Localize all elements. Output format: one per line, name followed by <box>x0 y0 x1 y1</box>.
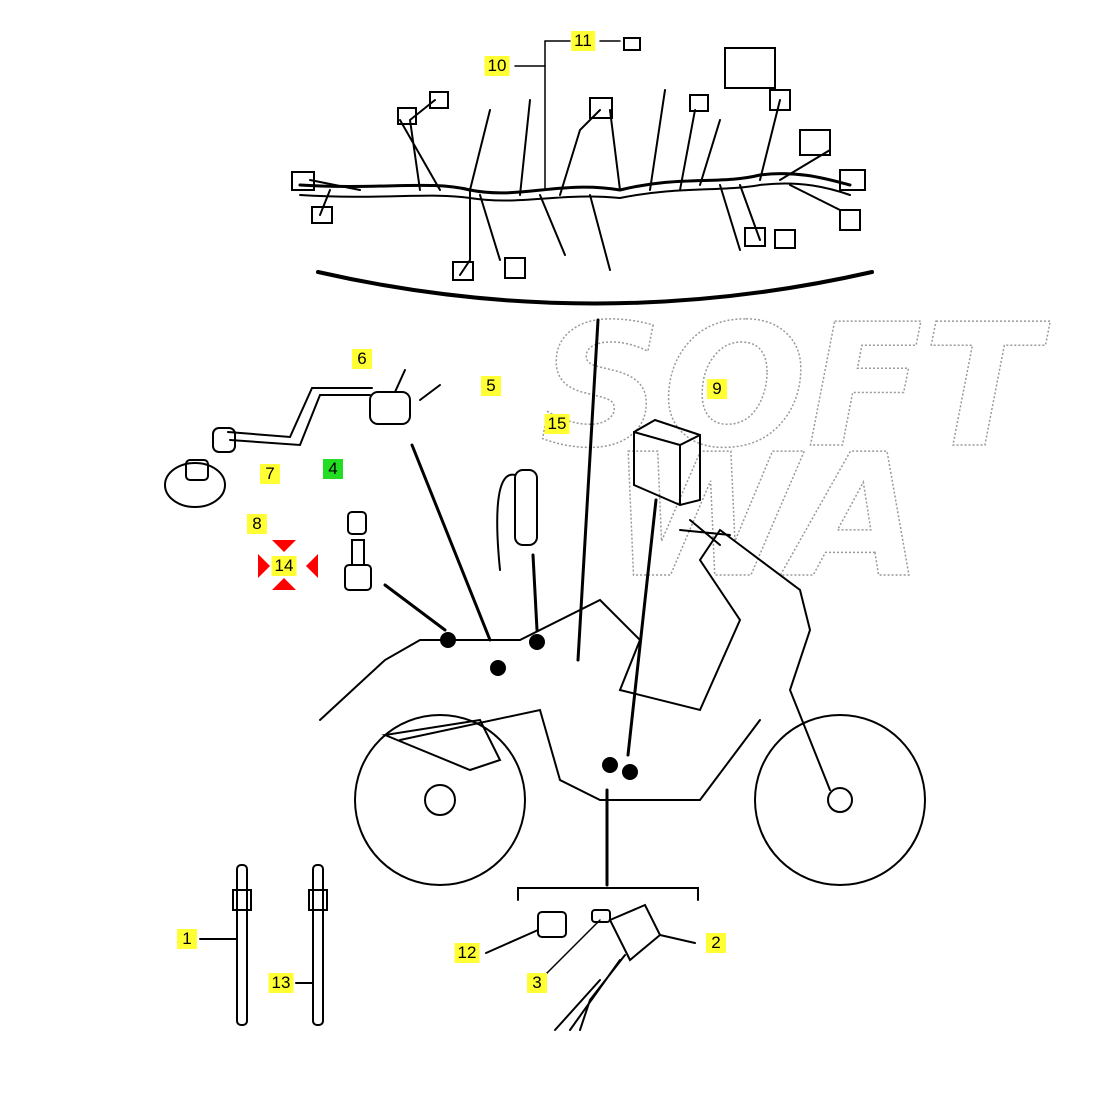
callout-14[interactable]: 14 <box>271 556 297 576</box>
watermark: SOFT WA <box>539 287 1052 617</box>
battery-drawing <box>626 418 701 757</box>
bracket-arc <box>316 270 874 306</box>
callout-7[interactable]: 7 <box>260 464 280 484</box>
cable-ties-drawing <box>199 864 696 1026</box>
red-marker-arrows <box>258 540 318 590</box>
callout-9[interactable]: 9 <box>707 379 727 399</box>
callout-13[interactable]: 13 <box>268 973 294 993</box>
callout-11[interactable]: 11 <box>571 31 595 51</box>
sender-unit-drawing <box>344 511 447 632</box>
arrow-harness <box>576 318 600 662</box>
callout-3[interactable]: 3 <box>527 973 547 993</box>
cdi-unit-drawing <box>537 903 662 1031</box>
callout-10[interactable]: 10 <box>484 56 510 76</box>
callout-1[interactable]: 1 <box>177 929 197 949</box>
callout-12[interactable]: 12 <box>454 943 480 963</box>
callout-6[interactable]: 6 <box>352 349 372 369</box>
callout-8[interactable]: 8 <box>247 514 267 534</box>
watermark-text-2: WA <box>610 418 923 616</box>
callout-2[interactable]: 2 <box>706 933 726 953</box>
sensor-drawing <box>496 469 539 632</box>
callout-5[interactable]: 5 <box>481 376 501 396</box>
ignition-coil <box>164 369 492 642</box>
wire-harness <box>291 37 866 281</box>
watermark-text-1: SOFT <box>540 288 1051 486</box>
callout-15[interactable]: 15 <box>544 414 570 434</box>
scooter-body <box>319 519 926 886</box>
callout-4[interactable]: 4 <box>323 459 343 479</box>
